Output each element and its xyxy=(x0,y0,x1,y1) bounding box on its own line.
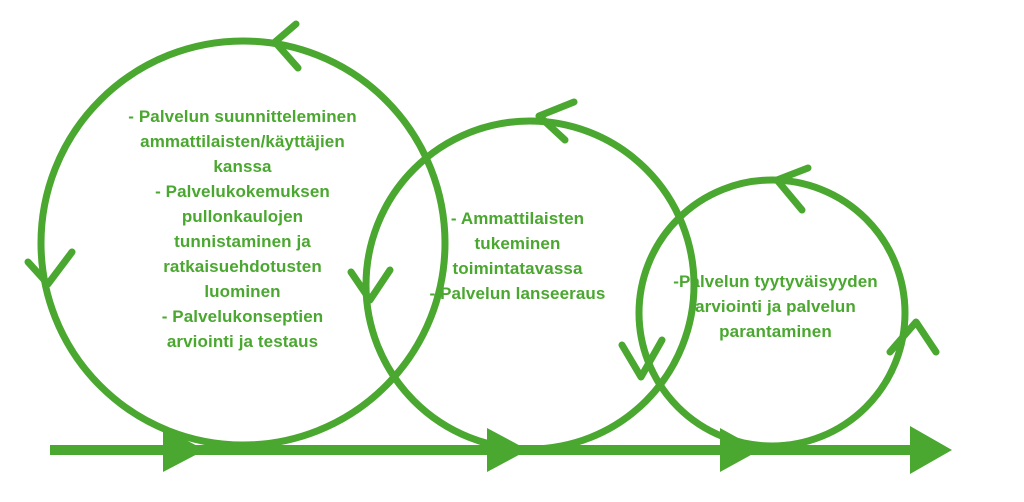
timeline-arrowhead-1 xyxy=(163,428,205,472)
circle-arrowheads xyxy=(24,20,940,381)
timeline-arrowhead-2 xyxy=(487,428,528,472)
circle-3-line-1: -Palvelun tyytyväisyyden xyxy=(673,272,878,291)
circle-1-left-arrowhead xyxy=(24,248,76,288)
circle-2-top-arrowhead xyxy=(535,98,578,144)
circle-1-line-5: pullonkaulojen xyxy=(181,207,304,226)
circle-1-text: - Palvelun suunnitteleminen ammattilaist… xyxy=(95,104,390,354)
circle-2-text: - Ammattilaisten tukeminen toimintatavas… xyxy=(400,206,635,306)
circle-2-line-1: - Ammattilaisten xyxy=(450,209,585,228)
circle-1-line-9: - Palvelukonseptien xyxy=(161,307,324,326)
timeline-arrowhead-end xyxy=(910,426,952,474)
circle-1-line-6: tunnistaminen ja xyxy=(174,232,311,251)
circle-2-left-arrowhead xyxy=(347,266,394,304)
circle-2-bottom-arrowhead xyxy=(618,336,666,381)
circle-1-line-4: - Palvelukokemuksen xyxy=(155,182,330,201)
circle-1-line-2: ammattilaisten/käyttäjien xyxy=(140,132,345,151)
circle-3-text: -Palvelun tyytyväisyyden arviointi ja pa… xyxy=(648,269,903,344)
circle-3-top-arrowhead xyxy=(773,164,812,214)
circle-1-top-arrowhead xyxy=(271,20,302,72)
circle-1-line-3: kanssa xyxy=(213,157,272,176)
circle-3-line-2: arviointi ja palvelun xyxy=(695,297,856,316)
circle-1-line-10: arviointi ja testaus xyxy=(166,332,319,351)
timeline-arrowheads xyxy=(163,426,952,474)
circle-3-line-3: parantaminen xyxy=(719,322,832,341)
circle-2-line-2: tukeminen xyxy=(474,234,561,253)
circle-1-line-7: ratkaisuehdotusten xyxy=(163,257,322,276)
circle-1-line-8: luominen xyxy=(204,282,281,301)
circle-3-right-arrowhead xyxy=(886,318,940,356)
circle-1-line-1: - Palvelun suunnitteleminen xyxy=(128,107,357,126)
circle-2-line-4: - Palvelun lanseeraus xyxy=(429,284,606,303)
timeline-arrowhead-3 xyxy=(720,428,760,472)
circle-2-line-3: toimintatavassa xyxy=(452,259,583,278)
